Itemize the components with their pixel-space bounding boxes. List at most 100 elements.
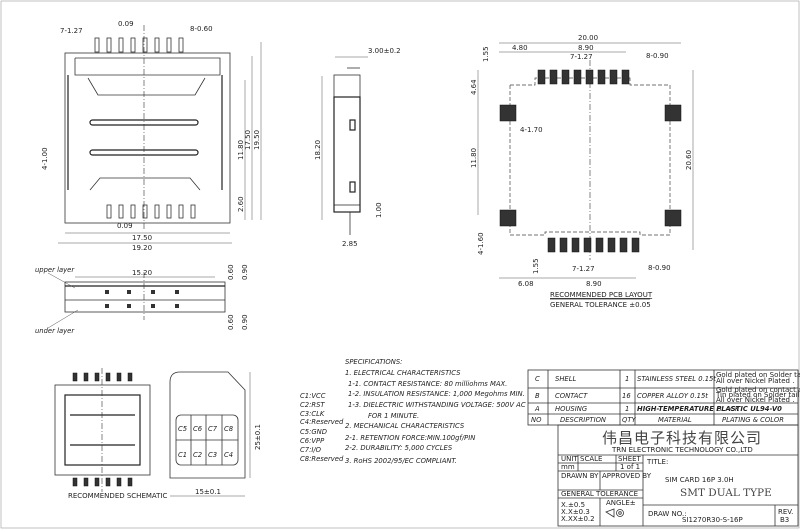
bom-no: C	[535, 375, 540, 383]
bom-header-qty: QTY	[622, 416, 637, 424]
dim-8-90-bot: 8.90	[586, 280, 602, 288]
title-line1: SIM CARD 16P 3.0H	[665, 476, 734, 484]
specifications: SPECIFICATIONS: 1. ELECTRICAL CHARACTERI…	[345, 358, 526, 465]
bom-plating: Gold plated on Solder tail	[716, 371, 800, 379]
bom-desc: HOUSING	[555, 405, 587, 413]
dim-17-50-v: 17.50	[244, 130, 252, 150]
dim-bot-0-90: 0.90	[241, 314, 249, 330]
dim-pin-width: 8-0.60	[190, 25, 213, 33]
dim-4-1-00: 4-1.00	[41, 147, 49, 170]
dim-17-50-h: 17.50	[132, 234, 152, 242]
spec-line: 1. ELECTRICAL CHARACTERISTICS	[345, 369, 461, 377]
pcb-layout-title: RECOMMENDED PCB LAYOUT	[550, 291, 653, 299]
spec-line: 3. RoHS 2002/95/EC COMPLIANT.	[345, 457, 457, 465]
pin-c8: C8:Reserved	[300, 455, 344, 463]
title-block: 伟昌电子科技有限公司 TRN ELECTRONIC TECHNOLOGY CO.…	[557, 424, 799, 527]
under-layer-label: under layer	[35, 327, 75, 335]
bom-plating: Gold plated on contact area	[716, 386, 800, 394]
dim-19-50: 19.50	[253, 130, 261, 150]
bom-row-housing: A HOUSING 1 HIGH-TEMPERATURE PLASTIC UL9…	[534, 405, 782, 413]
spec-line: 2-1. RETENTION FORCE:MIN.100gf/PIN	[345, 434, 475, 442]
contact-c3: C3	[208, 451, 217, 459]
schematic-label: RECOMMENDED SCHEMATIC	[68, 492, 167, 500]
sim-dim-width: 15±0.1	[195, 488, 221, 496]
dim-11-80-pcb: 11.80	[470, 148, 478, 168]
dim-20-00: 20.00	[578, 34, 598, 42]
recommended-schematic: RECOMMENDED SCHEMATIC	[54, 368, 167, 500]
bom-header: NO DESCRIPTION QTY MATERIAL PLATING & CO…	[531, 416, 784, 424]
spec-line: 1-3. DIELECTRIC WITHSTANDING VOLTAGE: 50…	[348, 401, 526, 409]
pin-c3: C3:CLK	[300, 410, 325, 418]
dim-2-60: 2.60	[237, 196, 245, 212]
contact-c8: C8	[224, 425, 234, 433]
dim-height: 3.00±0.2	[368, 47, 401, 55]
spec-title: SPECIFICATIONS:	[345, 358, 402, 366]
sheet-value: 1 of 1	[620, 463, 640, 471]
contact-c4: C4	[224, 451, 233, 459]
sheet-label: SHEET	[618, 455, 642, 463]
projection-symbol-icon	[605, 508, 624, 518]
bom-header-no: NO	[531, 416, 542, 424]
bom-no: A	[534, 405, 540, 413]
title-line2: SMT DUAL TYPE	[680, 487, 772, 499]
dim-bot-0-60: 0.60	[227, 314, 235, 330]
pcb-layout: 20.00 4.80 8.90 7-1.27 8-0.90 1.55 4.64 …	[470, 34, 694, 309]
bom-material: HIGH-TEMPERATURE PLASTIC UL94-V0	[637, 405, 782, 413]
tolerance-x: X.±0.5	[561, 501, 585, 509]
bom-qty: 1	[625, 375, 629, 383]
bom-qty: 16	[622, 392, 631, 400]
contact-c5: C5	[178, 425, 187, 433]
upper-layer-label: upper layer	[35, 266, 75, 274]
dim-4-1-60: 4-1.60	[477, 232, 485, 255]
draw-no: SI1270R30-S-16P	[682, 516, 743, 524]
spec-line: 2-2. DURABILITY: 5,000 CYCLES	[345, 444, 453, 452]
pin-legend: C1:VCC C2:RST C3:CLK C4:Reserved C5:GND …	[300, 392, 344, 463]
unit-value: mm	[561, 463, 575, 471]
bom-row-contact: B CONTACT 16 COPPER ALLOY 0.15t Gold pla…	[535, 386, 800, 404]
dim-2-85: 2.85	[342, 240, 358, 248]
bom-plating: Tin plated on Solder tail	[715, 391, 800, 399]
dim-18-20: 18.20	[314, 140, 322, 160]
dim-4-64: 4.64	[470, 79, 478, 95]
dim-pad-bot: 8-0.90	[648, 264, 671, 272]
bom-table: C SHELL 1 STAINLESS STEEL 0.15t Gold pla…	[527, 369, 800, 426]
sim-dim-height: 25±0.1	[254, 424, 262, 450]
dim-4-80: 4.80	[512, 44, 528, 52]
title-label: TITLE:	[646, 458, 668, 466]
company-name-cn: 伟昌电子科技有限公司	[602, 429, 762, 447]
dim-offset-bottom: 0.09	[117, 222, 133, 230]
spec-line: FOR 1 MINUTE.	[368, 412, 419, 420]
bom-material: STAINLESS STEEL 0.15t	[637, 375, 716, 383]
contact-c6: C6	[193, 425, 203, 433]
spec-line: 1-2. INSULATION RESISTANCE: 1,000 Megohm…	[348, 390, 525, 398]
bom-desc: SHELL	[555, 375, 577, 383]
dim-19-20: 19.20	[132, 244, 152, 252]
tolerance-xxx: X.XX±0.2	[561, 515, 595, 523]
bom-row-shell: C SHELL 1 STAINLESS STEEL 0.15t Gold pla…	[535, 371, 800, 385]
draw-no-label: DRAW NO.:	[648, 510, 687, 518]
pin-c5: C5:GND	[300, 428, 327, 436]
contact-c1: C1	[178, 451, 187, 459]
dim-4-1-70: 4-1.70	[520, 126, 543, 134]
scale-label: SCALE	[580, 455, 602, 463]
pin-c4: C4:Reserved	[300, 418, 344, 426]
dim-1-55-bot: 1.55	[532, 258, 540, 274]
dim-pad-top: 8-0.90	[646, 52, 669, 60]
drawn-by-label: DRAWN BY	[561, 472, 599, 480]
pin-c2: C2:RST	[300, 401, 325, 409]
bom-plating: All over Nickel Plated .	[716, 396, 794, 404]
dim-top-0-60: 0.60	[227, 264, 235, 280]
dim-pitch-top: 7-1.27	[570, 53, 593, 61]
contact-c7: C7	[208, 425, 218, 433]
bom-header-plating: PLATING & COLOR	[722, 416, 784, 424]
dim-11-80: 11.80	[237, 140, 245, 160]
pin-c1: C1:VCC	[300, 392, 326, 400]
dim-6-08: 6.08	[518, 280, 534, 288]
contact-c2: C2	[193, 451, 202, 459]
bottom-view: 15.20 0.60 0.90 0.60 0.90 upper layer un…	[35, 264, 249, 335]
company-name-en: TRN ELECTRONIC TECHNOLOGY CO.,LTD	[611, 446, 753, 454]
rev-value: B3	[780, 516, 789, 524]
bom-plating: All over Nickel Plated .	[716, 377, 794, 385]
